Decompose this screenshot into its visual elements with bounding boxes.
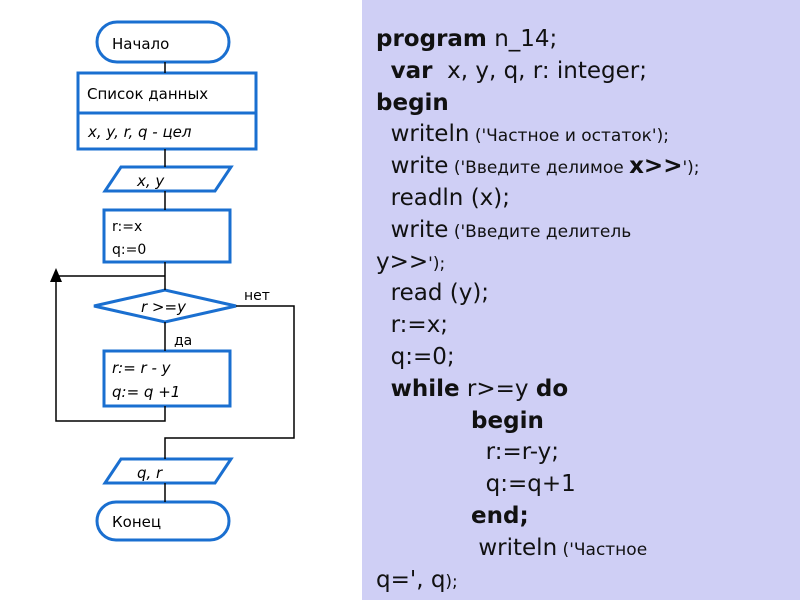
data-list-vars-box bbox=[76, 111, 258, 151]
code-panel: program n_14; var x, y, q, r: integer; b… bbox=[362, 0, 800, 600]
code-line-writeln: writeln ('Частное и остаток'); bbox=[376, 119, 796, 151]
start-terminator bbox=[95, 20, 231, 64]
code-line-begin: begin bbox=[376, 88, 796, 120]
pascal-code: program n_14; var x, y, q, r: integer; b… bbox=[376, 24, 796, 596]
assign-r-label: r:=x bbox=[112, 219, 142, 235]
data-list-header-box bbox=[76, 71, 258, 115]
keyword: begin bbox=[471, 407, 544, 434]
input-label: x, y bbox=[136, 172, 165, 190]
code-line-inner-begin: begin bbox=[376, 406, 796, 438]
code-text: writeln bbox=[478, 534, 558, 561]
start-label: Начало bbox=[112, 35, 169, 53]
code-string: ('Частное и остаток'); bbox=[469, 126, 669, 147]
code-text: read (y); bbox=[390, 280, 490, 307]
code-line-writeln-result-cont: q=', q); bbox=[376, 565, 796, 597]
keyword: end; bbox=[471, 502, 529, 529]
loop-arrowhead bbox=[50, 268, 62, 282]
code-string: ('Введите делимое bbox=[448, 158, 630, 179]
code-string: ); bbox=[445, 571, 458, 592]
loop-body-box bbox=[102, 349, 232, 408]
code-line-while: while r>=y do bbox=[376, 374, 796, 406]
code-text: write bbox=[390, 153, 449, 180]
no-branch-label: нет bbox=[244, 288, 270, 304]
code-text: x, y, q, r: integer; bbox=[432, 57, 647, 84]
code-text: r:=r-y; bbox=[485, 439, 559, 466]
end-label: Конец bbox=[112, 513, 161, 531]
code-text: n_14; bbox=[486, 26, 558, 52]
keyword: do bbox=[535, 375, 569, 402]
output-label: q, r bbox=[137, 464, 163, 482]
code-line-write-divisor: write ('Введите делитель bbox=[376, 215, 796, 247]
init-process-box bbox=[102, 208, 232, 264]
code-string-bold: x>> bbox=[629, 153, 683, 180]
code-line-inc: q:=q+1 bbox=[376, 469, 796, 501]
condition-label: r >=y bbox=[141, 298, 187, 316]
code-line-assign-r: r:=x; bbox=[376, 310, 796, 342]
code-text: q=', q bbox=[376, 566, 446, 593]
code-line-program: program n_14; bbox=[376, 24, 796, 56]
code-line-read: read (y); bbox=[376, 278, 796, 310]
keyword: program bbox=[376, 26, 487, 52]
keyword: begin bbox=[376, 89, 449, 116]
loop-back-arrow bbox=[55, 275, 166, 422]
keyword: var bbox=[390, 57, 433, 84]
code-line-sub: r:=r-y; bbox=[376, 437, 796, 469]
end-terminator bbox=[95, 500, 231, 542]
code-text: y>> bbox=[376, 248, 429, 275]
code-text: r>=y bbox=[459, 375, 536, 402]
no-branch-line bbox=[164, 305, 295, 459]
code-text: q:=q+1 bbox=[485, 471, 576, 498]
output-parallelogram bbox=[102, 457, 234, 485]
code-line-var: var x, y, q, r: integer; bbox=[376, 56, 796, 88]
code-line-writeln-result: writeln ('Частное bbox=[376, 533, 796, 565]
code-line-end: end; bbox=[376, 501, 796, 533]
loop-body-r-label: r:= r - y bbox=[112, 359, 172, 377]
code-line-write-divisor-cont: y>>'); bbox=[376, 247, 796, 279]
yes-branch-label: да bbox=[174, 333, 192, 349]
code-string: '); bbox=[428, 253, 446, 274]
code-line-assign-q: q:=0; bbox=[376, 342, 796, 374]
code-text: write bbox=[390, 216, 449, 243]
code-text: r:=x; bbox=[390, 312, 449, 339]
assign-q-label: q:=0 bbox=[112, 242, 146, 258]
code-string: ('Частное bbox=[557, 539, 648, 560]
code-string: '); bbox=[682, 158, 700, 179]
data-list-vars: x, y, r, q - цел bbox=[87, 123, 192, 141]
loop-body-q-label: q:= q +1 bbox=[112, 383, 180, 401]
code-string: ('Введите делитель bbox=[448, 221, 632, 242]
code-text: q:=0; bbox=[390, 343, 455, 370]
code-text: writeln bbox=[390, 121, 470, 148]
code-text: readln (x); bbox=[390, 184, 511, 211]
code-line-readln: readln (x); bbox=[376, 183, 796, 215]
code-line-write-dividend: write ('Введите делимое x>>'); bbox=[376, 151, 796, 183]
data-list-header: Список данных bbox=[87, 85, 208, 103]
keyword: while bbox=[390, 375, 460, 402]
input-parallelogram bbox=[102, 165, 234, 193]
flowchart: Начало Список данных x, y, r, q - цел x,… bbox=[50, 20, 295, 542]
